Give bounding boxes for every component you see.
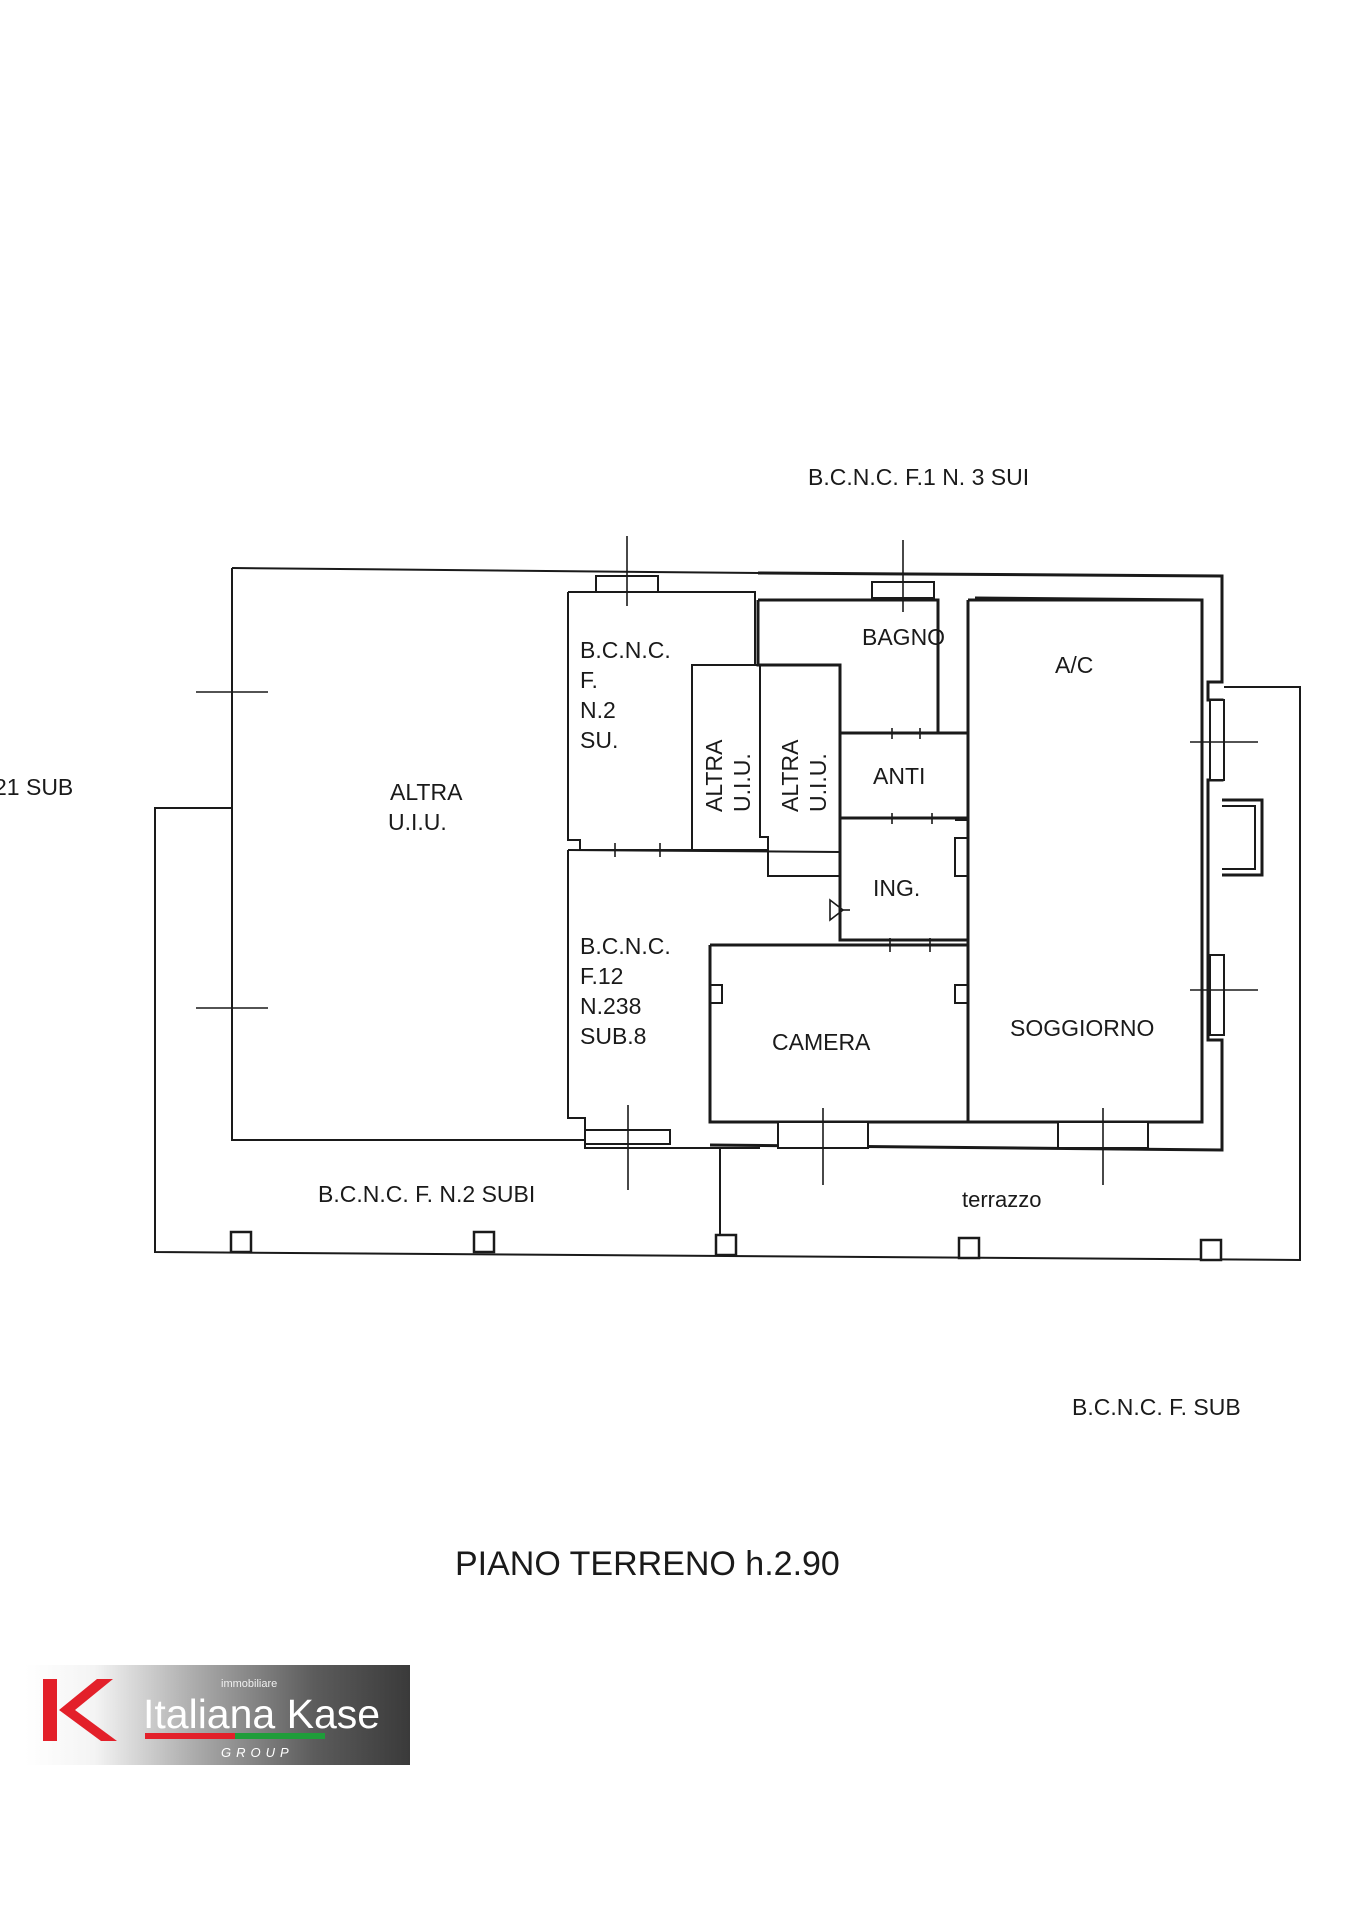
label-bcnc-small: B.C.N.C. bbox=[580, 637, 671, 663]
svg-text:N.238: N.238 bbox=[580, 993, 641, 1019]
label-left-edge: 21 SUB bbox=[0, 774, 73, 800]
pillar bbox=[229, 1230, 253, 1254]
entrance-door-icon bbox=[829, 898, 845, 922]
svg-text:ALTRA: ALTRA bbox=[777, 739, 803, 812]
label-top-bcnc: B.C.N.C. F.1 N. 3 SUI bbox=[808, 464, 1029, 490]
logo-tagline: immobiliare bbox=[221, 1678, 277, 1690]
label-altra-uiu-narrow-1: ALTRA U.I.U. bbox=[701, 739, 755, 812]
italiana-kase-logo: immobiliare Italiana Kase GROUP bbox=[25, 1665, 410, 1765]
svg-text:U.I.U.: U.I.U. bbox=[729, 753, 755, 812]
label-anti: ANTI bbox=[873, 763, 925, 789]
altra-uiu-narrow-1 bbox=[691, 664, 760, 850]
logo-k-bar bbox=[43, 1679, 57, 1741]
bay-projection bbox=[1222, 798, 1264, 877]
label-bagno: BAGNO bbox=[862, 624, 945, 650]
window bbox=[1209, 699, 1225, 781]
svg-text:U.I.U.: U.I.U. bbox=[805, 753, 831, 812]
label-ac: A/C bbox=[1055, 652, 1093, 678]
pillar bbox=[472, 1230, 496, 1254]
label-bcnc-238: B.C.N.C. bbox=[580, 933, 671, 959]
label-bottom-bcnc: B.C.N.C. F. N.2 SUBI bbox=[318, 1181, 535, 1207]
logo-name: Italiana Kase bbox=[143, 1691, 380, 1737]
svg-text:N.2: N.2 bbox=[580, 697, 616, 723]
svg-text:ALTRA: ALTRA bbox=[701, 739, 727, 812]
label-ing: ING. bbox=[873, 875, 920, 901]
ingresso bbox=[838, 818, 970, 942]
camera-room bbox=[708, 943, 970, 1124]
logo-group: GROUP bbox=[221, 1745, 294, 1760]
terrace-outline bbox=[154, 686, 1301, 1262]
window bbox=[1209, 954, 1225, 1036]
soggiorno-room bbox=[966, 598, 1204, 1124]
label-terrazzo: terrazzo bbox=[962, 1187, 1041, 1212]
label-altra-uiu-narrow-2: ALTRA U.I.U. bbox=[777, 739, 831, 812]
altra-uiu-left-block bbox=[231, 568, 760, 1149]
svg-text:SUB.8: SUB.8 bbox=[580, 1023, 646, 1049]
floor-title: PIANO TERRENO h.2.90 bbox=[455, 1545, 840, 1583]
logo-k-arm bbox=[59, 1679, 117, 1741]
pillar bbox=[1199, 1238, 1223, 1262]
svg-text:U.I.U.: U.I.U. bbox=[388, 809, 447, 835]
svg-text:F.12: F.12 bbox=[580, 963, 623, 989]
svg-text:SU.: SU. bbox=[580, 727, 618, 753]
label-camera: CAMERA bbox=[772, 1029, 871, 1055]
pillar bbox=[714, 1233, 738, 1257]
label-soggiorno: SOGGIORNO bbox=[1010, 1015, 1154, 1041]
svg-text:F.: F. bbox=[580, 667, 598, 693]
pillar bbox=[957, 1236, 981, 1260]
label-altra-uiu-big: ALTRA bbox=[390, 779, 463, 805]
logo-graphic: immobiliare Italiana Kase GROUP bbox=[43, 1678, 380, 1760]
label-right-bcnc: B.C.N.C. F. SUB bbox=[1072, 1394, 1241, 1420]
apartment-outer-wall bbox=[709, 571, 1224, 1152]
